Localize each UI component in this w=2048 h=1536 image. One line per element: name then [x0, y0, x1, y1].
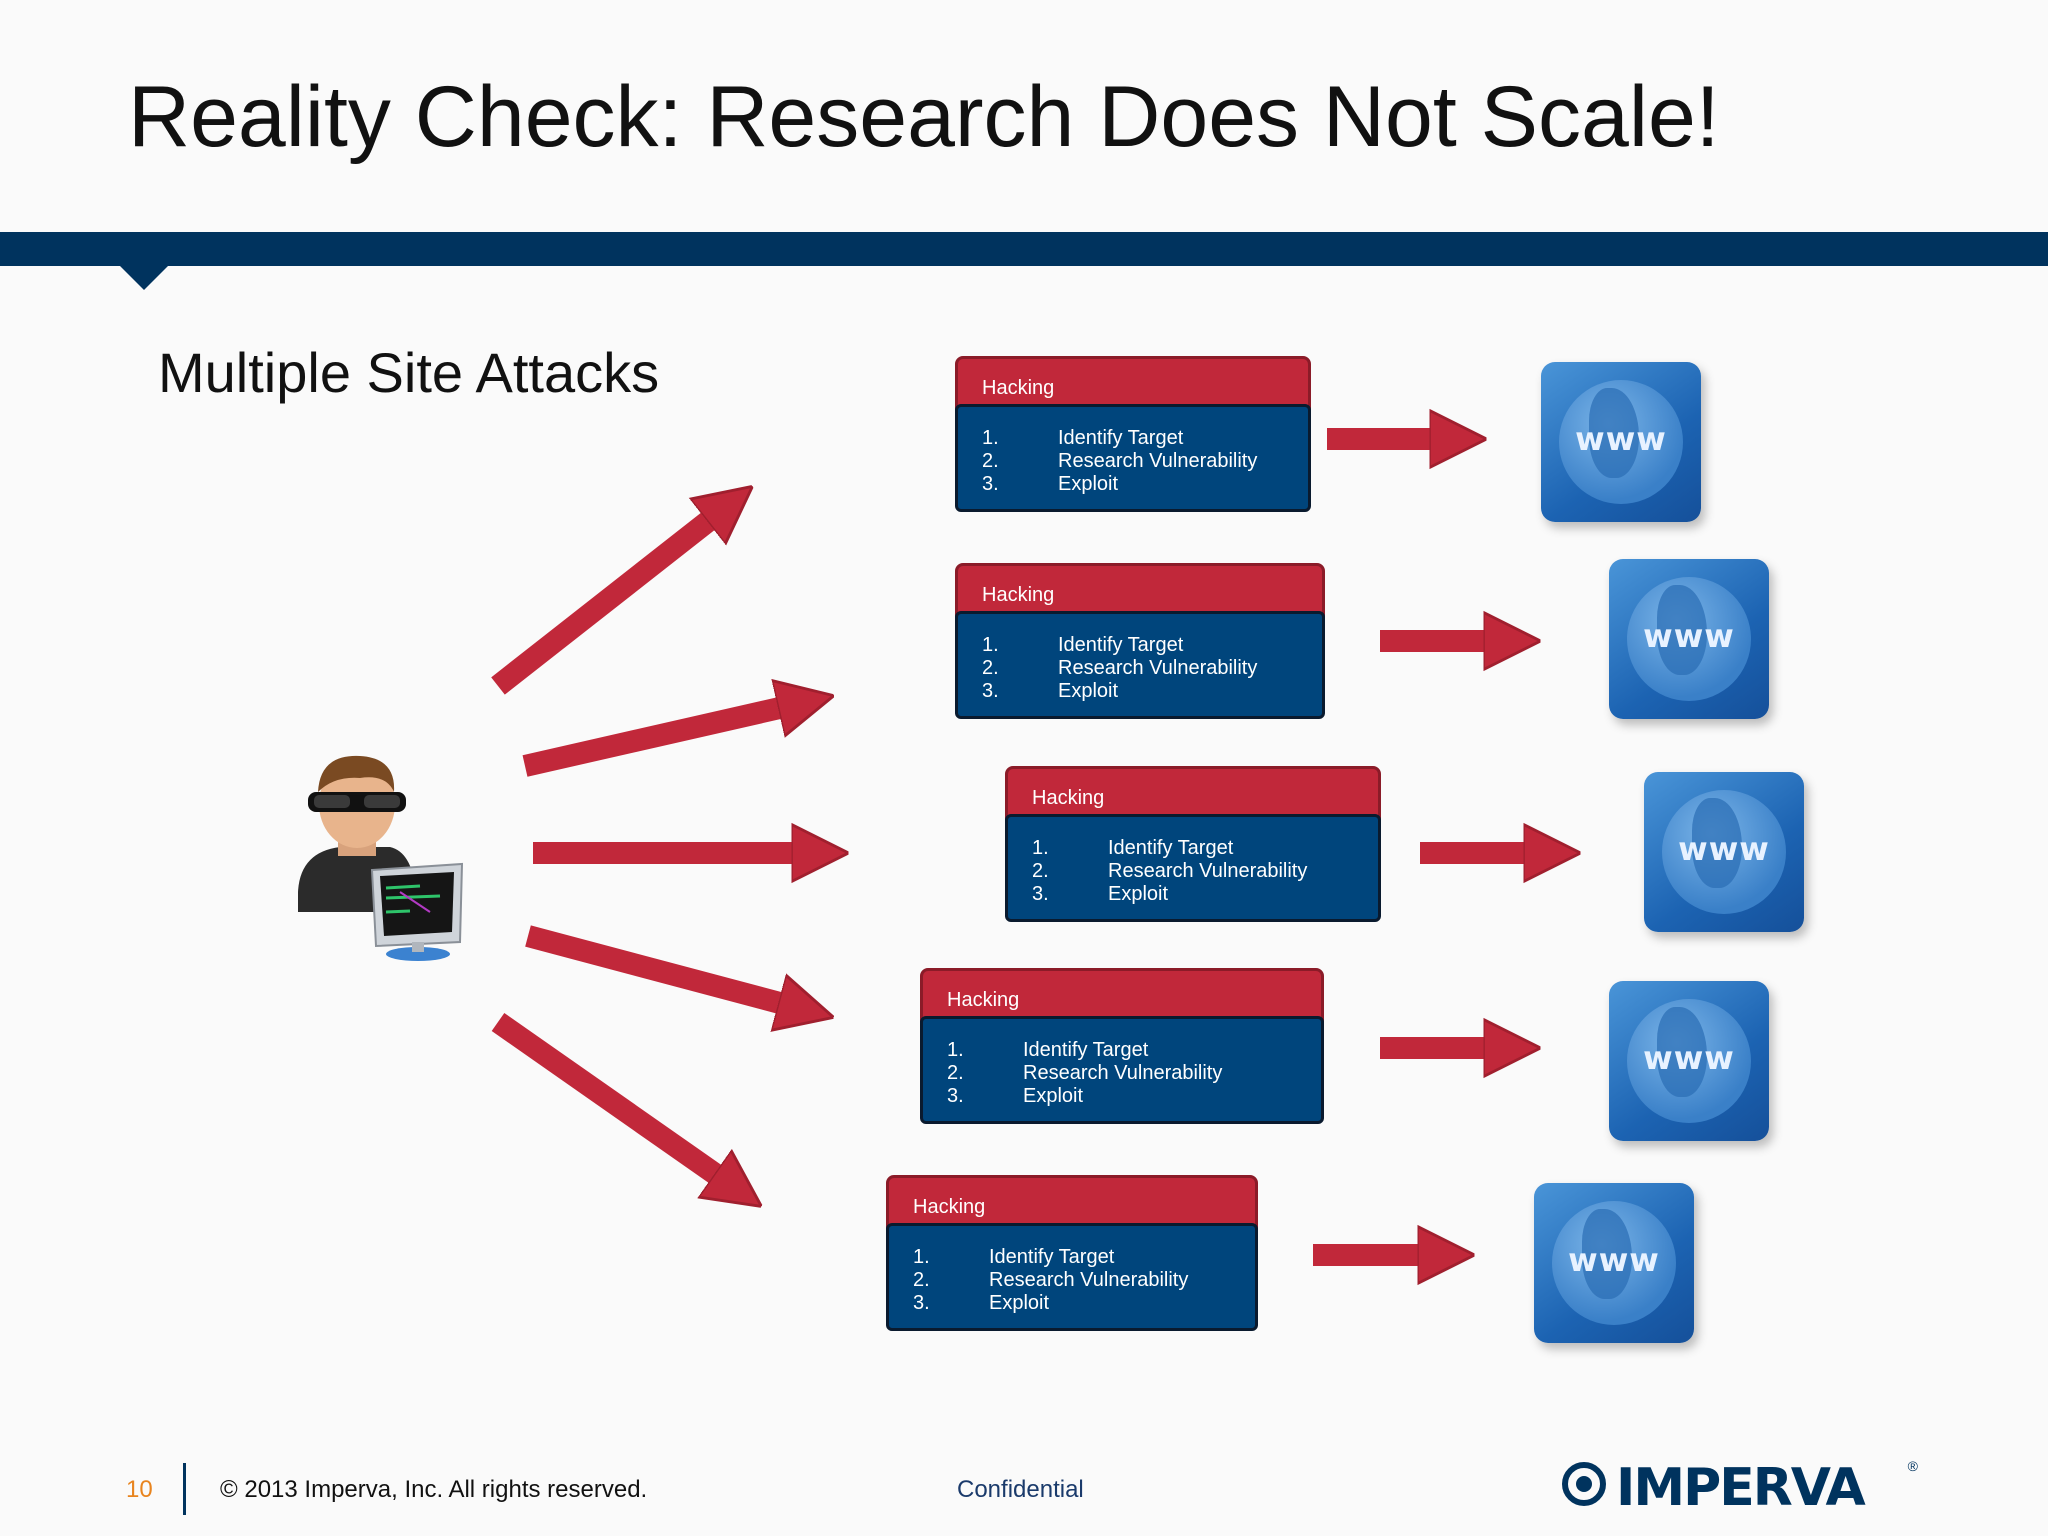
confidential-label: Confidential — [957, 1476, 1084, 1503]
www-label: www — [1575, 420, 1667, 458]
registered-mark: ® — [1907, 1458, 1918, 1474]
step-number: 1. — [982, 634, 999, 656]
page-number: 10 — [126, 1476, 153, 1503]
step-number: 2. — [1032, 860, 1049, 882]
copyright-text: © 2013 Imperva, Inc. All rights reserved… — [220, 1476, 648, 1503]
step-text: Exploit — [1058, 680, 1119, 702]
hacker-at-computer-icon — [298, 755, 464, 961]
www-label: www — [1678, 830, 1770, 868]
step-text: Exploit — [1058, 473, 1119, 495]
step-text: Identify Target — [989, 1246, 1115, 1268]
step-text: Identify Target — [1023, 1039, 1149, 1061]
card-header-label: Hacking — [913, 1196, 986, 1218]
card-body: 1. Identify Target 2. Research Vulnerabi… — [955, 404, 1311, 512]
card-header-label: Hacking — [982, 584, 1055, 606]
fan-arrow-1 — [491, 504, 730, 695]
step-text: Research Vulnerability — [1058, 657, 1258, 679]
www-label: www — [1568, 1241, 1660, 1279]
card-header-label: Hacking — [1032, 787, 1105, 809]
step-text: Research Vulnerability — [1108, 860, 1308, 882]
www-label: www — [1643, 617, 1735, 655]
card-body: 1. Identify Target 2. Research Vulnerabi… — [920, 1016, 1324, 1124]
card-header-label: Hacking — [947, 989, 1020, 1011]
slide-title: Reality Check: Research Does Not Scale! — [128, 69, 1720, 165]
fan-arrow-2 — [522, 702, 806, 777]
hacking-card-5: Hacking 1. Identify Target 2. Research V… — [886, 1175, 1258, 1331]
hacking-card-4: Hacking 1. Identify Target 2. Research V… — [920, 968, 1324, 1124]
step-text: Research Vulnerability — [989, 1269, 1189, 1291]
step-number: 2. — [947, 1062, 964, 1084]
step-number: 3. — [1032, 883, 1049, 905]
step-text: Identify Target — [1058, 634, 1184, 656]
header-notch — [118, 264, 170, 290]
step-text: Exploit — [989, 1292, 1050, 1314]
step-text: Identify Target — [1058, 427, 1184, 449]
step-number: 2. — [982, 450, 999, 472]
step-number: 3. — [913, 1292, 930, 1314]
footer-divider — [183, 1463, 186, 1515]
step-text: Identify Target — [1108, 837, 1234, 859]
www-globe-icon: www — [1644, 772, 1804, 932]
fan-arrow-4 — [525, 925, 806, 1010]
www-globe-icon: www — [1541, 362, 1701, 522]
header-bar — [0, 232, 2048, 266]
www-globe-icon: www — [1609, 981, 1769, 1141]
www-label: www — [1643, 1039, 1735, 1077]
step-number: 3. — [982, 473, 999, 495]
step-number: 1. — [982, 427, 999, 449]
fan-arrow-5 — [491, 1012, 738, 1190]
logo-mark-icon — [1562, 1462, 1606, 1506]
www-globe-icon: www — [1534, 1183, 1694, 1343]
card-body: 1. Identify Target 2. Research Vulnerabi… — [886, 1223, 1258, 1331]
step-number: 3. — [982, 680, 999, 702]
logo-wordmark: IMPERVA — [1616, 1458, 1866, 1518]
hacking-card-2: Hacking 1. Identify Target 2. Research V… — [955, 563, 1325, 719]
step-number: 2. — [982, 657, 999, 679]
step-number: 1. — [913, 1246, 930, 1268]
hacking-card-3: Hacking 1. Identify Target 2. Research V… — [1005, 766, 1381, 922]
step-text: Research Vulnerability — [1058, 450, 1258, 472]
www-globe-icon: www — [1609, 559, 1769, 719]
card-header-label: Hacking — [982, 377, 1055, 399]
card-body: 1. Identify Target 2. Research Vulnerabi… — [955, 611, 1325, 719]
step-number: 3. — [947, 1085, 964, 1107]
hacking-card-1: Hacking 1. Identify Target 2. Research V… — [955, 356, 1311, 512]
slide-subtitle: Multiple Site Attacks — [158, 341, 660, 404]
imperva-logo: IMPERVA ® — [1562, 1458, 1918, 1518]
step-number: 2. — [913, 1269, 930, 1291]
step-number: 1. — [1032, 837, 1049, 859]
step-text: Exploit — [1108, 883, 1169, 905]
step-text: Research Vulnerability — [1023, 1062, 1223, 1084]
card-body: 1. Identify Target 2. Research Vulnerabi… — [1005, 814, 1381, 922]
step-text: Exploit — [1023, 1085, 1084, 1107]
step-number: 1. — [947, 1039, 964, 1061]
